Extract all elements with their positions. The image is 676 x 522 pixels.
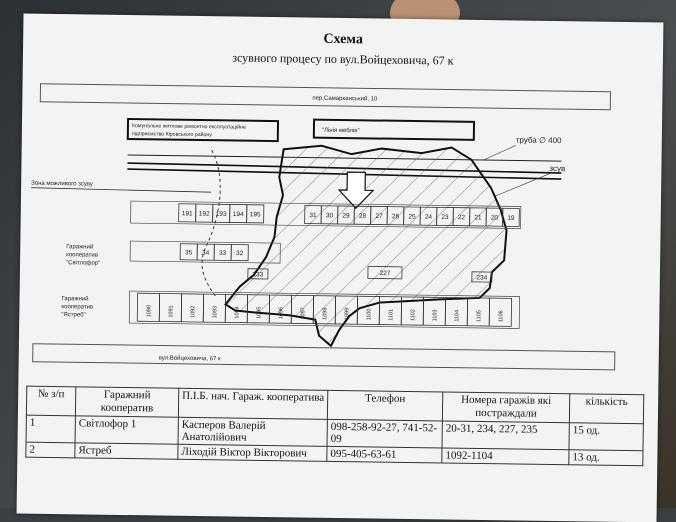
garage-1095-label: 1095 [256,307,262,319]
garage-30-label: 30 [326,212,334,219]
garage-32-box [230,244,249,262]
cell-garages: 20-31, 234, 227, 235 [441,420,570,450]
col-head-name: П.І.Б. нач. Гараж. кооператива [178,388,328,420]
cell-coop: Світлофор 1 [75,415,179,445]
garage-row-band [128,290,520,329]
shift-label: зсув [549,164,565,173]
garage-24-label: 24 [425,214,433,221]
garage-194-label: 194 [233,211,244,218]
garage-192-label: 192 [199,211,210,218]
coop2-label-2: кооператив [61,304,93,310]
cell-count: 13 од. [568,449,643,466]
garage-34-label: 34 [202,250,210,257]
street-bottom-band [32,343,616,371]
garage-1094-label: 1094 [234,306,240,318]
garage-25-label: 25 [408,213,416,220]
cell-number: 1 [26,415,76,443]
garage-195-box [246,204,265,224]
garage-23-label: 23 [441,214,449,221]
col-garages: Номера гаражів які постраждали [442,391,570,423]
col-coop: Гаражний кооператив [75,386,179,418]
coop1-label-2: кооператив [66,252,98,258]
garage-233-label: 233 [252,271,263,278]
garages-table: № з/п Гаражний кооператив П.І.Б. нач. Га… [25,386,644,467]
cell-number: 2 [25,442,76,458]
cell-garages: 1092-1104 [441,447,569,465]
garage-row-band [130,200,522,229]
coop1-label-3: "Світлофор" [66,260,100,266]
garage-1104-label: 1104 [454,310,460,322]
garage-1106-label: 1106 [498,310,504,322]
garage-234-box [471,271,493,283]
garage-33-label: 33 [219,250,227,257]
garage-1101-label: 1101 [388,309,394,321]
garage-1099-label: 1099 [344,308,350,320]
zone-label: Зона можливого зсуву [31,181,93,188]
garage-195-label: 195 [250,211,261,218]
garage-1098-label: 1098 [322,308,328,320]
garage-227-box [367,265,403,280]
cell-phone: 098-258-92-27, 741-52-09 [327,419,443,448]
paper-sheet: Схема зсувного процесу по вул.Войцехович… [16,13,664,522]
cell-head-name: Ліходій Віктор Вікторович [177,444,328,462]
garage-27-label: 27 [375,213,383,220]
pipe-label: труба ∅ 400 [516,135,562,145]
coop2-label-3: "Ястреб" [61,312,85,318]
garage-234-label: 234 [476,274,487,281]
garage-193-label: 193 [216,211,227,218]
cell-count: 15 од. [568,422,644,451]
garage-227-label: 227 [379,270,390,277]
garage-22-label: 22 [458,214,466,221]
cell-head-name: Касперов Валерій Анатолійович [178,417,328,447]
garage-1106-box [488,297,512,327]
col-count: кількість [569,393,644,424]
garage-1100-label: 1100 [366,309,372,321]
garage-29-label: 29 [342,213,350,220]
box-right-label: "Лінія меблів" [322,128,360,135]
garage-28-label: 28 [359,213,367,220]
col-phone: Телефон [327,390,443,421]
garage-26-label: 26 [392,213,400,220]
garage-191-label: 191 [182,210,193,217]
coop1-label-1: Гаражний [66,243,93,250]
cell-coop: Ястреб [74,442,179,460]
col-number: № з/п [26,386,76,416]
garage-233-box [247,268,269,280]
garage-21-label: 21 [474,214,482,221]
box-left-label-2: підприємство Кіровського району [132,130,213,138]
street-top-label: пер.Самарканський, 10 [312,95,378,103]
garage-1105-label: 1105 [476,310,482,322]
garage-1102-label: 1102 [410,309,416,321]
garage-1097-label: 1097 [300,307,306,319]
garage-35-label: 35 [185,249,193,256]
garage-1103-label: 1103 [432,309,438,321]
garage-32-label: 32 [236,250,244,257]
shift-arrow [337,171,375,210]
garage-1096-label: 1096 [278,307,284,319]
garage-1090-label: 1090 [146,305,152,317]
garage-19-label: 19 [507,215,515,222]
garage-31-label: 31 [309,212,317,219]
garage-1091-label: 1091 [168,305,174,317]
box-right [312,118,476,141]
site-scheme: пер.Самарканський, 10 Комунальне житлове… [31,83,616,371]
cell-phone: 095-405-63-61 [326,446,442,463]
garage-row-band [129,240,281,264]
garage-1093-label: 1093 [212,306,218,318]
garage-1092-label: 1092 [190,306,196,318]
coop2-label-1: Гаражний [61,295,88,302]
garage-20-label: 20 [491,215,499,222]
zone-boundary [201,149,221,297]
garage-19-box [502,207,520,227]
box-left-label-1: Комунальне житлове ремонтно експлуатацій… [132,122,246,131]
street-bottom-label: вул.Войцеховича, 67 к [159,354,221,362]
street-top-band [39,83,611,111]
box-left [126,118,280,143]
